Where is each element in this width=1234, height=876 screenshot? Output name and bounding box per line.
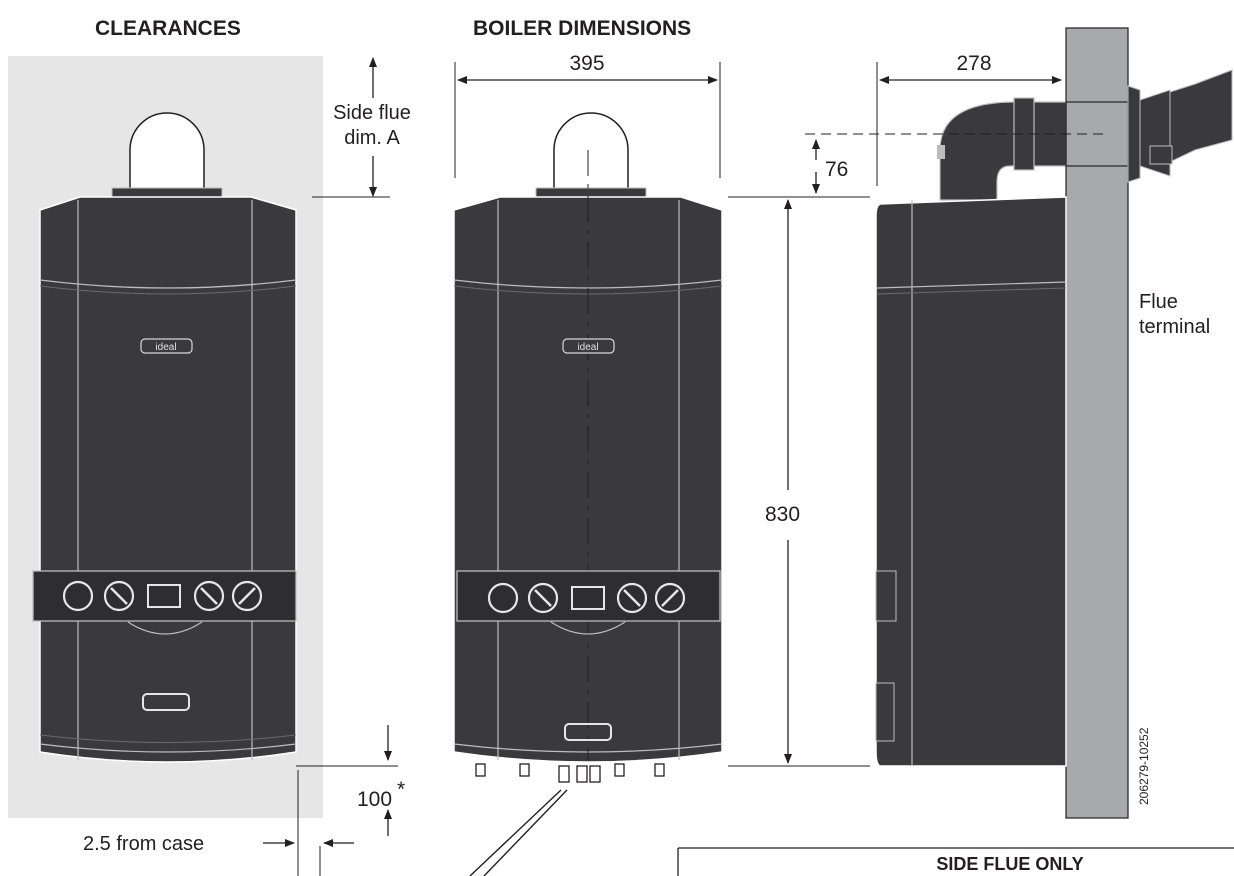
- boiler-case-side: [875, 196, 1067, 767]
- control-knob-icon: [193, 580, 225, 612]
- flue-elbow: [939, 101, 1067, 201]
- logo-text: ideal: [577, 342, 598, 353]
- control-knob-icon: [231, 580, 263, 612]
- bottom-clearance-value: 100: [357, 788, 392, 811]
- ideal-logo: [562, 338, 615, 354]
- height-dimension: 830: [765, 503, 800, 526]
- flue-terminal-label: Flue: [1139, 291, 1178, 313]
- control-panel: [32, 570, 297, 622]
- bottom-clearance-note: *: [397, 778, 405, 801]
- logo-text: ideal: [155, 342, 176, 353]
- ideal-logo: [140, 338, 193, 354]
- control-knob-icon: [62, 580, 94, 612]
- control-knob-icon: [103, 580, 135, 612]
- control-panel: [456, 570, 721, 622]
- control-knob-icon: [616, 582, 648, 614]
- pipe-connections: [475, 763, 665, 783]
- clearances-view: ideal Side flue dim. A 100 * 2.5 from ca…: [8, 56, 411, 876]
- title-boiler-dimensions: BOILER DIMENSIONS: [473, 17, 691, 40]
- wall-section: [1065, 27, 1129, 819]
- display-screen: [571, 586, 605, 610]
- side-flue-dim-label: dim. A: [344, 127, 400, 149]
- flue-offset-dimension: 76: [825, 158, 848, 181]
- lower-handle: [564, 723, 612, 741]
- flue-terminal-label-2: terminal: [1139, 316, 1210, 338]
- drawing-reference: 206279-10252: [1137, 727, 1151, 805]
- control-knob-icon: [487, 582, 519, 614]
- flue-terminal: [1127, 85, 1141, 183]
- side-flue-table-title: SIDE FLUE ONLY: [936, 854, 1083, 874]
- boiler-side-view: 278 76 Flue terminal 206279-10252: [805, 27, 1233, 819]
- display-screen: [147, 584, 181, 608]
- boiler-front-view: 395 ideal: [453, 52, 870, 876]
- control-knob-icon: [527, 582, 559, 614]
- flue-dome: [129, 112, 205, 209]
- title-clearances: CLEARANCES: [95, 17, 241, 40]
- control-knob-icon: [654, 582, 686, 614]
- side-flue-label: Side flue: [333, 102, 411, 124]
- width-dimension: 395: [569, 52, 604, 75]
- lower-handle: [142, 693, 190, 711]
- side-flue-table: SIDE FLUE ONLY: [677, 847, 1234, 876]
- from-case-label: 2.5 from case: [83, 833, 204, 855]
- depth-dimension: 278: [956, 52, 991, 75]
